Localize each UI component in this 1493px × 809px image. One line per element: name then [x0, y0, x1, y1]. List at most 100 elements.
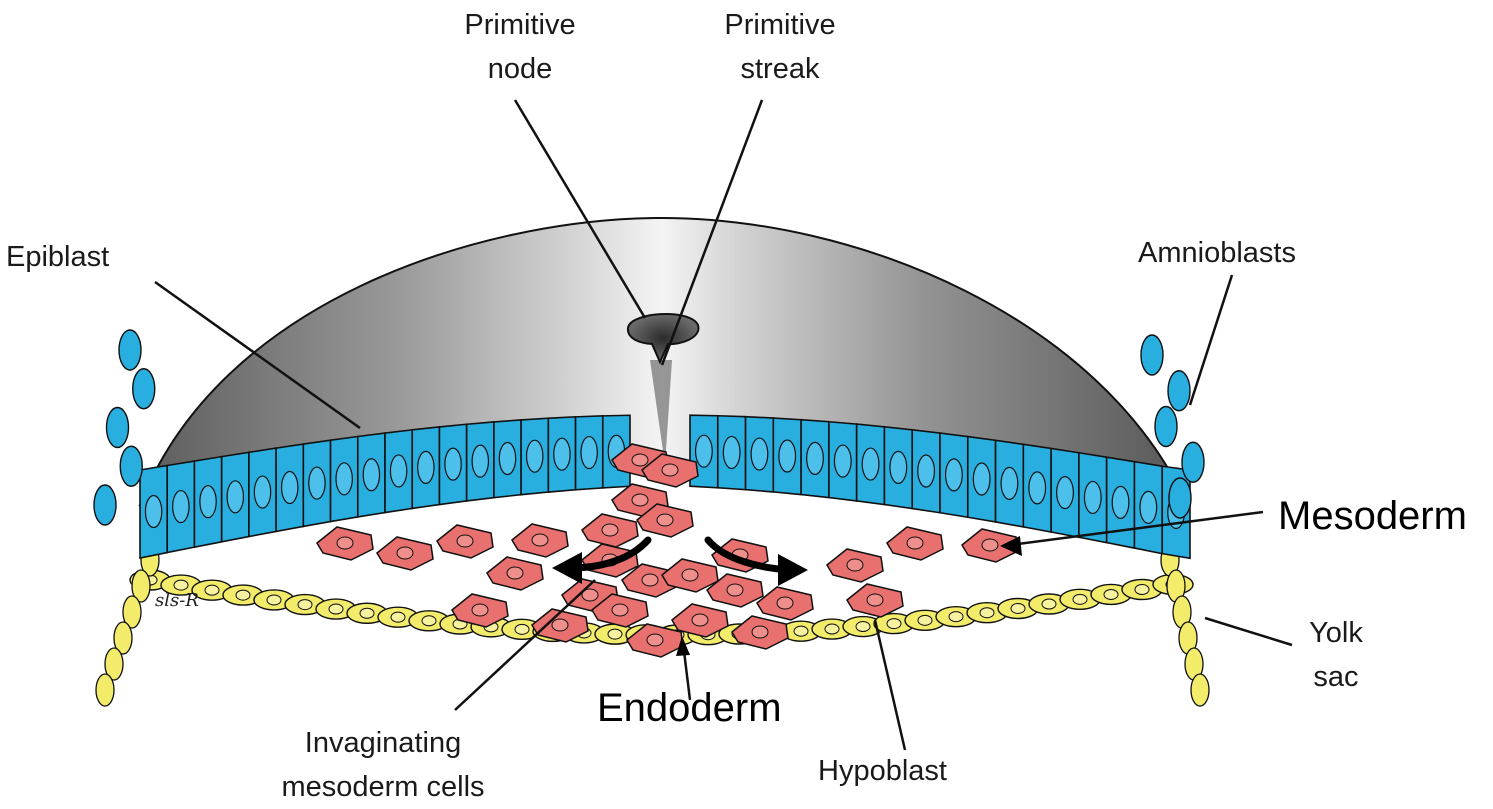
- cell-nucleus: [532, 534, 548, 546]
- cell-nucleus: [834, 445, 851, 477]
- cell-nucleus: [1112, 486, 1129, 518]
- amnioblast-cell: [1169, 478, 1191, 518]
- label-invaginating-mesoderm: Invaginating mesoderm cells: [248, 722, 518, 809]
- label-invaginating-line1: Invaginating: [248, 722, 518, 766]
- leader-yolk-sac: [1205, 618, 1292, 645]
- amnioblast-cell: [1182, 442, 1204, 482]
- cell-nucleus: [1029, 472, 1046, 504]
- amnioblast-cell: [120, 446, 142, 486]
- cell-nucleus: [363, 459, 379, 491]
- cell-nucleus: [918, 615, 932, 625]
- cell-nucleus: [887, 619, 901, 629]
- cell-nucleus: [336, 463, 352, 495]
- cell-nucleus: [472, 604, 488, 616]
- cell-nucleus: [946, 459, 963, 491]
- cell-nucleus: [807, 442, 824, 474]
- arrow-head-left: [552, 552, 582, 584]
- cell-nucleus: [282, 471, 298, 503]
- cell-nucleus: [499, 443, 515, 475]
- cell-nucleus: [1042, 599, 1056, 609]
- cell-nucleus: [918, 455, 935, 487]
- cell-nucleus: [1073, 594, 1087, 604]
- cell-nucleus: [227, 481, 243, 513]
- label-primitive-node-line2: node: [445, 48, 595, 92]
- cell-nucleus: [973, 463, 990, 495]
- cell-nucleus: [847, 559, 863, 571]
- cell-nucleus: [751, 438, 768, 470]
- cell-nucleus: [696, 435, 713, 467]
- cell-nucleus: [907, 537, 923, 549]
- cell-nucleus: [391, 612, 405, 622]
- label-yolk-sac: Yolk sac: [1296, 612, 1376, 699]
- label-primitive-streak: Primitive streak: [705, 4, 855, 91]
- cell-nucleus: [267, 595, 281, 605]
- cell-nucleus: [397, 547, 413, 559]
- cell-nucleus: [692, 614, 708, 626]
- cell-nucleus: [752, 626, 768, 638]
- label-primitive-streak-line2: streak: [705, 48, 855, 92]
- cell-nucleus: [1104, 589, 1118, 599]
- cell-nucleus: [612, 604, 628, 616]
- label-amnioblasts: Amnioblasts: [1138, 232, 1296, 276]
- cell-nucleus: [445, 448, 461, 480]
- label-epiblast: Epiblast: [6, 236, 109, 280]
- label-yolk-sac-line1: Yolk: [1296, 612, 1376, 656]
- cell-nucleus: [982, 539, 998, 551]
- cell-nucleus: [602, 524, 618, 536]
- cell-nucleus: [457, 535, 473, 547]
- cell-nucleus: [1135, 584, 1149, 594]
- label-primitive-node: Primitive node: [445, 4, 595, 91]
- label-primitive-node-line1: Primitive: [445, 4, 595, 48]
- cell-nucleus: [890, 451, 907, 483]
- cell-nucleus: [867, 594, 883, 606]
- amnioblast-cell: [1141, 335, 1163, 375]
- cell-nucleus: [472, 445, 488, 477]
- cell-nucleus: [779, 440, 796, 472]
- cell-nucleus: [862, 448, 879, 480]
- leader-hypoblast: [875, 620, 905, 750]
- cell-nucleus: [552, 619, 568, 631]
- yolk-sac-cell: [1191, 674, 1209, 706]
- amnioblast-cell: [107, 408, 129, 448]
- label-hypoblast: Hypoblast: [818, 750, 947, 794]
- cell-nucleus: [390, 455, 406, 487]
- cell-nucleus: [360, 608, 374, 618]
- cell-nucleus: [632, 454, 648, 466]
- cell-nucleus: [507, 567, 523, 579]
- cell-nucleus: [515, 624, 529, 634]
- label-invaginating-line2: mesoderm cells: [248, 766, 518, 809]
- cell-nucleus: [236, 590, 250, 600]
- amnioblast-cell: [119, 330, 141, 370]
- amnioblast-cell: [1168, 371, 1190, 411]
- cell-nucleus: [949, 612, 963, 622]
- cell-nucleus: [298, 600, 312, 610]
- cell-nucleus: [173, 491, 189, 523]
- cell-nucleus: [632, 494, 648, 506]
- cell-nucleus: [662, 464, 678, 476]
- cell-nucleus: [145, 496, 161, 528]
- cell-nucleus: [1011, 603, 1025, 613]
- cell-nucleus: [856, 622, 870, 632]
- cell-nucleus: [1084, 481, 1101, 513]
- amnioblast-cell: [1155, 407, 1177, 447]
- cell-nucleus: [1140, 491, 1157, 523]
- cell-nucleus: [205, 585, 219, 595]
- cell-nucleus: [777, 597, 793, 609]
- yolk-sac-cell: [96, 674, 114, 706]
- amnioblast-cell: [94, 485, 116, 525]
- cell-nucleus: [794, 626, 808, 636]
- cell-nucleus: [200, 486, 216, 518]
- cell-nucleus: [1057, 477, 1074, 509]
- amnioblast-cell: [133, 369, 155, 409]
- cell-nucleus: [825, 624, 839, 634]
- cell-nucleus: [527, 440, 543, 472]
- label-yolk-sac-line2: sac: [1296, 656, 1376, 700]
- cell-nucleus: [554, 438, 570, 470]
- arrow-head-right: [778, 554, 808, 586]
- cell-nucleus: [418, 451, 434, 483]
- artist-signature: sls-R: [155, 590, 199, 611]
- cell-nucleus: [980, 608, 994, 618]
- cell-nucleus: [329, 604, 343, 614]
- cell-nucleus: [647, 634, 663, 646]
